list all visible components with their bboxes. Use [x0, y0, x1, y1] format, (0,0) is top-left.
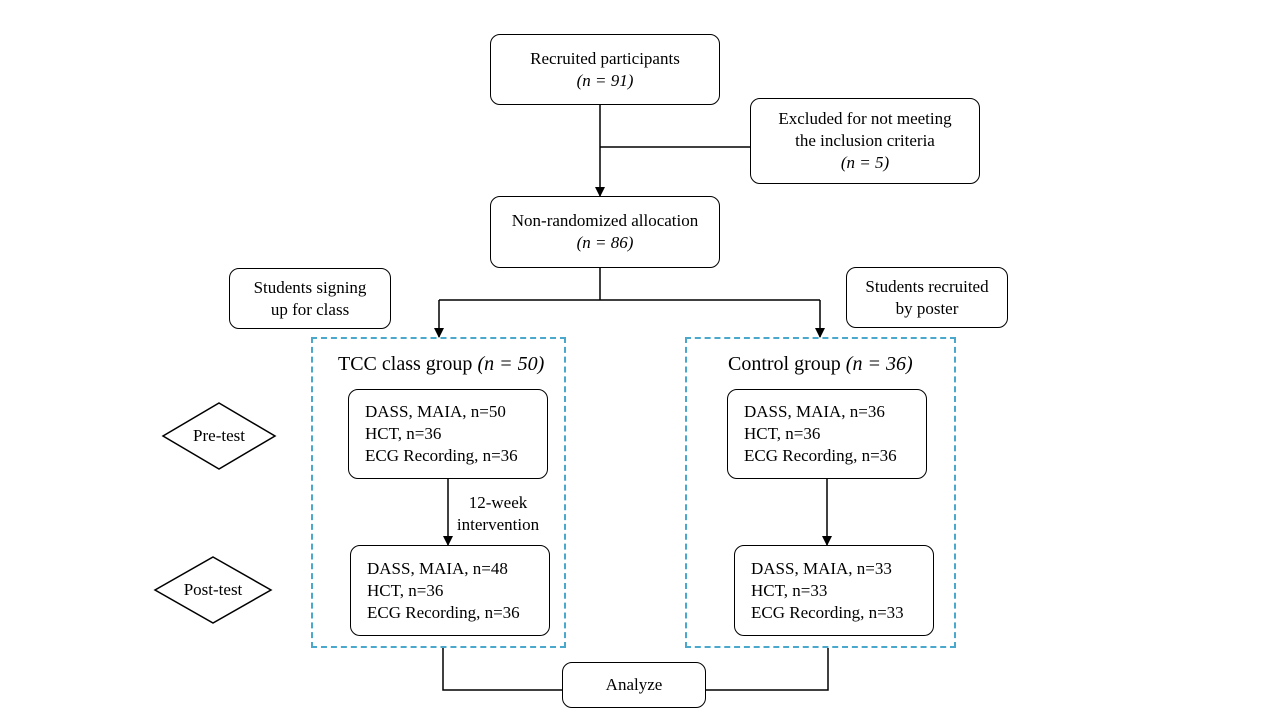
control-pre-line1: DASS, MAIA, n=36	[744, 402, 885, 421]
control-pre-line2: HCT, n=36	[744, 424, 821, 443]
excluded-n: (n = 5)	[840, 153, 890, 172]
control-group-container	[685, 337, 956, 648]
control-post-line3: ECG Recording, n=33	[751, 602, 904, 622]
tcc-group-title-text: TCC class group	[338, 353, 478, 375]
intervention-label: 12-week intervention	[450, 492, 546, 536]
recruited-box: Recruited participants (n = 91)	[490, 34, 720, 105]
tcc-group-title: TCC class group (n = 50)	[338, 353, 544, 376]
control-posttest-box: DASS, MAIA, n=33 HCT, n=33 ECG Recording…	[734, 545, 934, 636]
control-group-title-text: Control group	[728, 353, 846, 375]
excluded-line2: the inclusion criteria	[795, 131, 935, 150]
control-post-line1: DASS, MAIA, n=33	[751, 558, 892, 578]
excluded-box: Excluded for not meeting the inclusion c…	[750, 98, 980, 184]
intervention-line2: intervention	[456, 515, 540, 534]
control-post-line2: HCT, n=33	[751, 580, 828, 600]
allocation-box: Non-randomized allocation (n = 86)	[490, 196, 720, 268]
signup-note-line2: up for class	[270, 299, 350, 319]
tcc-group-n: (n = 50)	[477, 353, 545, 375]
posttest-label: Post-test	[183, 580, 243, 599]
tcc-post-line3: ECG Recording, n=36	[367, 602, 520, 622]
poster-note-line2: by poster	[895, 298, 959, 318]
intervention-line1: 12-week	[468, 493, 528, 512]
analyze-box: Analyze	[562, 662, 706, 708]
control-group-n: (n = 36)	[845, 353, 913, 375]
allocation-title: Non-randomized allocation	[511, 211, 699, 230]
control-pre-line3: ECG Recording, n=36	[744, 446, 897, 465]
allocation-n: (n = 86)	[576, 233, 634, 252]
pretest-label: Pre-test	[193, 426, 245, 445]
excluded-line1: Excluded for not meeting	[778, 109, 952, 128]
tcc-pre-line2: HCT, n=36	[365, 424, 442, 443]
signup-note-line1: Students signing	[253, 277, 367, 297]
poster-note-line1: Students recruited	[865, 276, 989, 296]
signup-note-box: Students signing up for class	[229, 268, 391, 329]
analyze-label: Analyze	[605, 675, 663, 694]
tcc-pre-line3: ECG Recording, n=36	[365, 446, 518, 465]
tcc-posttest-box: DASS, MAIA, n=48 HCT, n=36 ECG Recording…	[350, 545, 550, 636]
tcc-pre-line1: DASS, MAIA, n=50	[365, 402, 506, 421]
line-tcc-to-analyze	[442, 648, 562, 691]
poster-note-box: Students recruited by poster	[846, 267, 1008, 328]
recruited-title: Recruited participants	[530, 48, 680, 68]
posttest-diamond	[153, 556, 273, 624]
tcc-post-line1: DASS, MAIA, n=48	[367, 558, 508, 578]
tcc-post-line2: HCT, n=36	[367, 580, 444, 600]
tcc-group-container	[311, 337, 566, 648]
recruited-n: (n = 91)	[576, 70, 634, 90]
pretest-diamond	[161, 402, 277, 470]
control-pretest-box: DASS, MAIA, n=36 HCT, n=36 ECG Recording…	[727, 389, 927, 479]
tcc-pretest-box: DASS, MAIA, n=50 HCT, n=36 ECG Recording…	[348, 389, 548, 479]
line-control-to-analyze	[706, 648, 829, 691]
control-group-title: Control group (n = 36)	[728, 353, 913, 376]
